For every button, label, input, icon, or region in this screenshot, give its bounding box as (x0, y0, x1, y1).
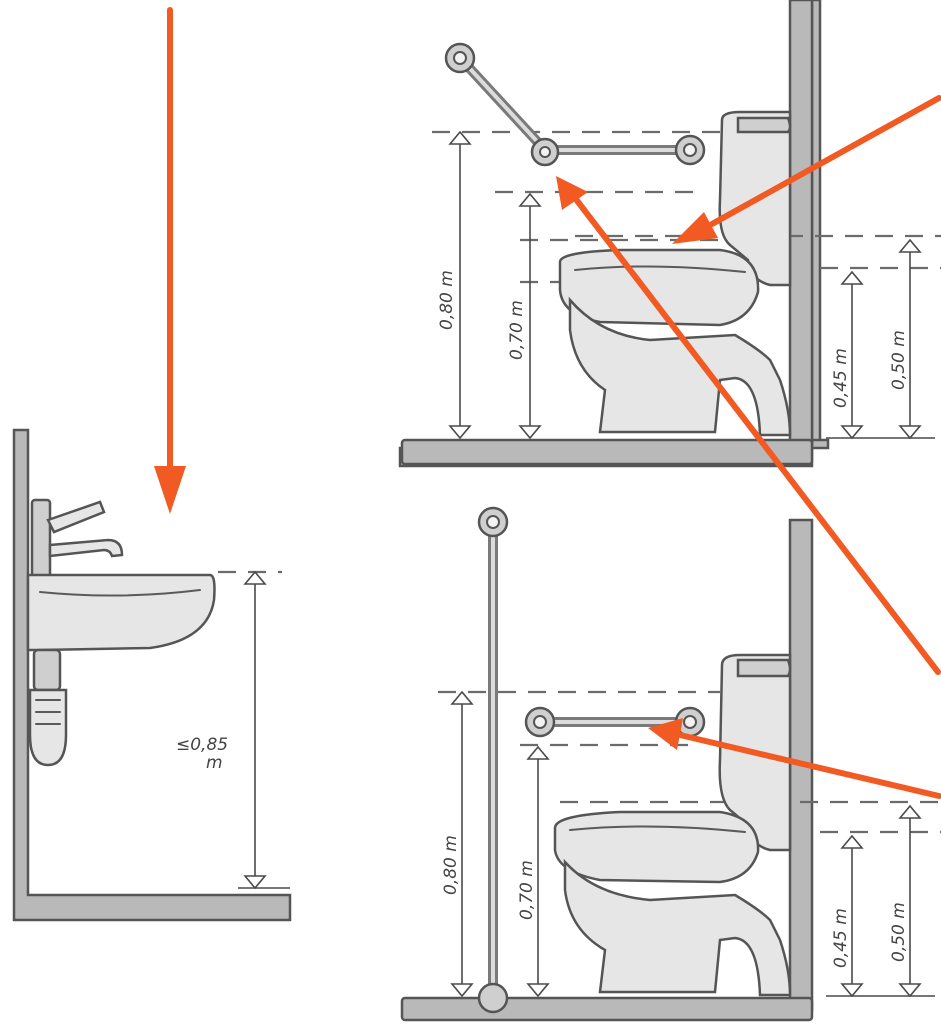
sink-section: ≤0,85 m (12, 7, 292, 922)
sink-basin (26, 573, 216, 652)
top-label-045: 0,45 m (831, 348, 851, 408)
bottom-dim-045 (840, 834, 864, 998)
toilet-bottom-section: 0,80 m 0,70 m 0,45 m 0,50 m (400, 506, 941, 1022)
sink-dimension (218, 570, 290, 890)
toilet-top-section: 0,80 m 0,70 m 0,45 m 0,50 m (398, 0, 941, 468)
top-dim-050 (898, 238, 922, 440)
grab-bar-horizontal (524, 706, 706, 738)
bottom-dim-070 (526, 745, 550, 998)
grab-bar-angled (444, 42, 706, 167)
top-label-050: 0,50 m (889, 330, 909, 390)
top-label-070: 0,70 m (507, 300, 527, 360)
top-dim-045 (840, 270, 864, 440)
bottom-label-080: 0,80 m (441, 835, 461, 895)
top-dim-080 (448, 130, 472, 440)
top-dim-070 (518, 192, 542, 440)
toilet-bottom (553, 653, 792, 997)
bottom-label-050: 0,50 m (889, 902, 909, 962)
bottom-label-045: 0,45 m (831, 908, 851, 968)
orange-arrow-horizontal-bar (648, 718, 941, 799)
top-label-080: 0,80 m (437, 270, 457, 330)
bottom-dim-050 (898, 804, 922, 998)
toilet-top (558, 110, 792, 437)
bottom-dim-080 (450, 690, 474, 998)
grab-bar-vertical (477, 506, 509, 1014)
orange-arrow-sink (154, 7, 186, 514)
faucet-icon (30, 498, 124, 580)
sink-height-label: ≤0,85 (176, 735, 228, 755)
orange-arrow-angled-bar (556, 176, 941, 675)
bottom-label-070: 0,70 m (517, 860, 537, 920)
sink-wall (12, 428, 292, 922)
sink-trap (28, 648, 68, 767)
orange-arrow-seat (672, 95, 941, 244)
sink-height-unit: m (206, 753, 223, 773)
